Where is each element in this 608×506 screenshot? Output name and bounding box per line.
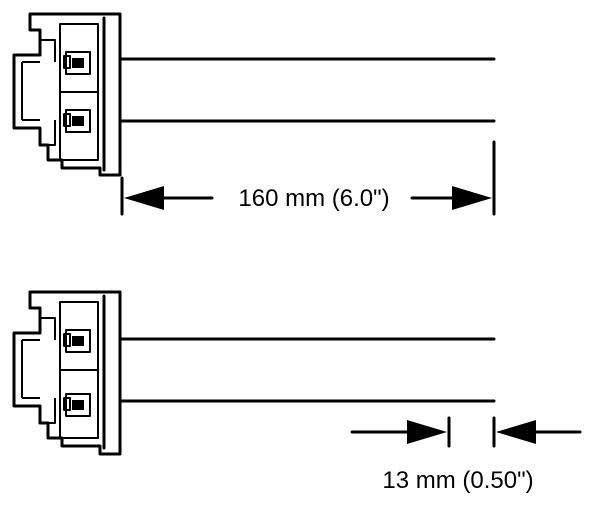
bottom-dimension-label: 13 mm (0.50") — [382, 467, 533, 494]
top-connector-assembly — [12, 12, 496, 177]
top-terminal-upper — [63, 51, 91, 75]
bottom-terminal-lower — [63, 393, 91, 417]
bottom-dimension: 13 mm (0.50") — [350, 416, 582, 494]
top-terminal-lower — [63, 109, 91, 133]
bottom-connector-housing — [12, 290, 122, 456]
bottom-connector-assembly — [12, 290, 496, 456]
top-dimension: 160 mm (6.0") — [120, 140, 496, 216]
top-arrowhead-left — [124, 186, 164, 210]
bottom-terminal-upper — [63, 329, 91, 353]
top-dimension-label: 160 mm (6.0") — [238, 185, 389, 212]
top-arrowhead-right — [452, 186, 492, 210]
bottom-arrowhead-left — [407, 420, 447, 444]
bottom-arrowhead-right — [496, 420, 536, 444]
top-connector-housing — [12, 12, 122, 177]
